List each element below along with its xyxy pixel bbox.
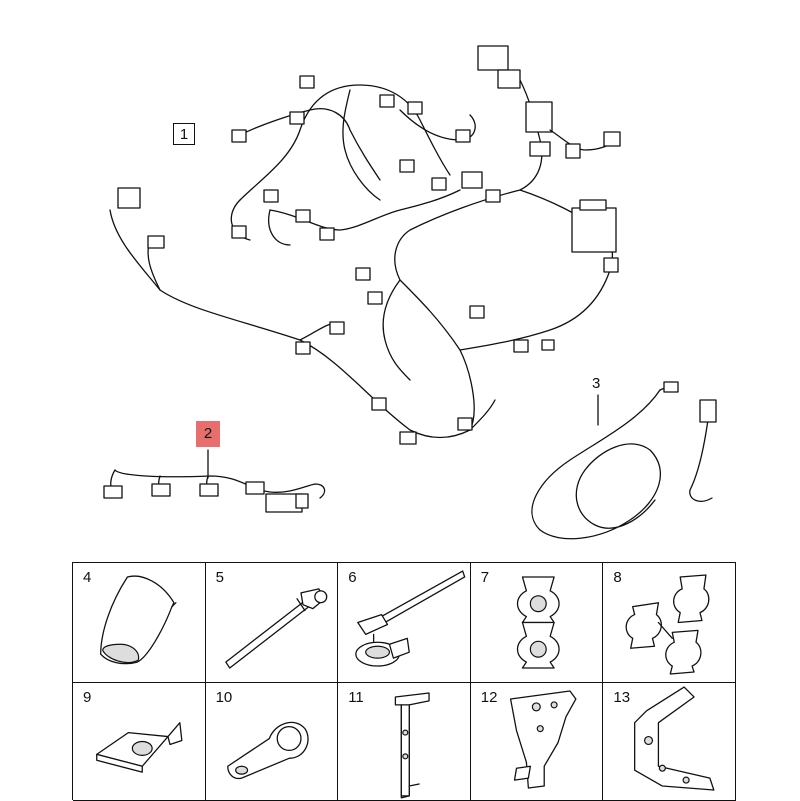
- part-cell-5: 5: [205, 563, 339, 683]
- sensor-harness: [103, 449, 326, 513]
- double-pipe-clip-icon: [626, 574, 710, 675]
- part-cell-4: 4: [73, 563, 206, 683]
- part-number: 12: [480, 689, 498, 706]
- wiring-harness-illustration: 3: [103, 45, 717, 540]
- part-cell-6: 6: [338, 563, 471, 683]
- part-number: 10: [215, 689, 233, 706]
- part-cell-13: 13: [603, 683, 736, 801]
- long-bracket-icon: [394, 692, 430, 799]
- part-number: 7: [480, 569, 490, 586]
- part-cell-8: 8: [603, 563, 736, 683]
- cable-tie-anchor-icon: [224, 588, 327, 669]
- part-number: 11: [348, 689, 364, 706]
- part-number: 4: [83, 569, 92, 586]
- part-number: 6: [348, 569, 357, 586]
- part-number: 13: [613, 689, 631, 706]
- grommet-boot-icon: [100, 575, 177, 665]
- callout-1-box: 1: [173, 123, 195, 145]
- coiled-cable: [531, 381, 717, 540]
- part-cell-9: 9: [73, 683, 206, 801]
- callout-2-highlighted: 2: [196, 421, 220, 447]
- part-number: 8: [613, 569, 622, 586]
- double-clip-icon: [516, 576, 560, 669]
- part-cell-11: 11: [338, 683, 471, 801]
- cable-tie-clip-icon: [355, 570, 466, 667]
- l-bracket-icon: [634, 686, 715, 791]
- angle-bracket-icon: [96, 722, 183, 773]
- part-cell-12: 12: [470, 683, 604, 801]
- part-number: 9: [83, 689, 92, 706]
- parts-grid: 4 5 6 7: [72, 562, 736, 801]
- part-cell-7: 7: [470, 563, 604, 683]
- p-clamp-icon: [226, 721, 309, 780]
- part-cell-10: 10: [205, 683, 339, 801]
- part-number: 5: [215, 569, 224, 586]
- mounting-plate-icon: [509, 690, 577, 789]
- callout-3: 3: [592, 375, 600, 392]
